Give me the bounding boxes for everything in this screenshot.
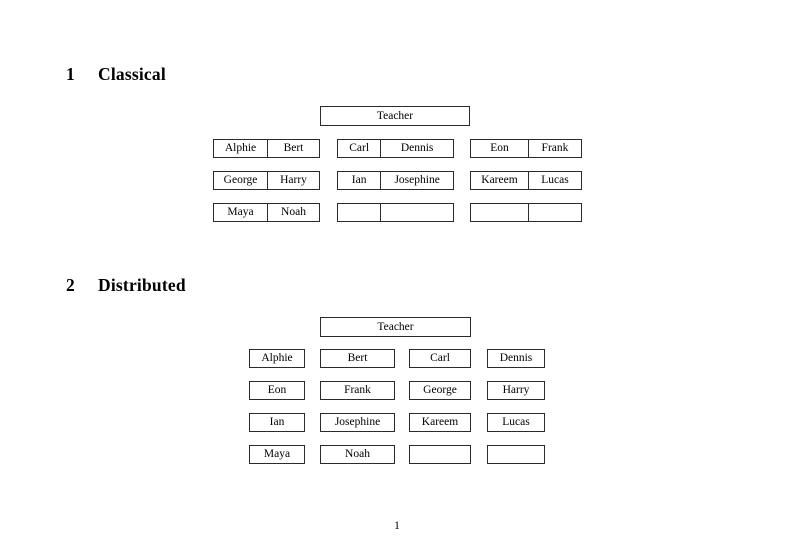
desk-cell: George [223, 173, 258, 186]
desk-cell: Ian [351, 173, 367, 186]
desk-box [487, 445, 545, 464]
desk-pair [470, 203, 582, 222]
desk-cell: Kareem [481, 173, 518, 186]
desk-box: Frank [320, 381, 395, 400]
desk-cell: Bert [266, 140, 319, 157]
desk-pair: Carl Dennis [337, 139, 454, 158]
desk-pair: Eon Frank [470, 139, 582, 158]
desk-box: Josephine [320, 413, 395, 432]
desk-cell [471, 204, 528, 221]
section-number: 2 [66, 275, 75, 295]
desk-cell: Carl [349, 141, 370, 154]
teacher-desk-classical: Teacher [320, 106, 470, 126]
page-number: 1 [394, 520, 400, 532]
desk-box: Eon [249, 381, 305, 400]
desk-pair: Ian Josephine [337, 171, 454, 190]
desk-box [409, 445, 471, 464]
desk-cell: Alphie [224, 141, 257, 154]
desk-cell: Eon [490, 141, 509, 154]
desk-box: Dennis [487, 349, 545, 368]
teacher-desk-distributed: Teacher [320, 317, 471, 337]
desk-box: Bert [320, 349, 395, 368]
desk-pair [337, 203, 454, 222]
desk-cell: Lucas [527, 172, 581, 189]
section-heading-distributed: 2 Distributed [66, 275, 186, 296]
desk-cell: Noah [266, 204, 319, 221]
desk-box: Maya [249, 445, 305, 464]
desk-cell [527, 204, 581, 221]
desk-box: Alphie [249, 349, 305, 368]
desk-cell: Maya [227, 205, 254, 218]
desk-pair: Kareem Lucas [470, 171, 582, 190]
desk-box: Harry [487, 381, 545, 400]
desk-cell [338, 204, 380, 221]
desk-pair: George Harry [213, 171, 320, 190]
desk-cell: Frank [527, 140, 581, 157]
section-title: Distributed [98, 275, 186, 295]
desk-cell: Dennis [380, 140, 453, 157]
section-number: 1 [66, 64, 75, 84]
desk-pair: Alphie Bert [213, 139, 320, 158]
desk-cell [380, 204, 453, 221]
desk-box: Carl [409, 349, 471, 368]
section-heading-classical: 1 Classical [66, 64, 166, 85]
desk-box: Noah [320, 445, 395, 464]
desk-box: Kareem [409, 413, 471, 432]
desk-box: Ian [249, 413, 305, 432]
desk-cell: Harry [266, 172, 319, 189]
section-title: Classical [98, 64, 166, 84]
desk-pair: Maya Noah [213, 203, 320, 222]
desk-cell: Josephine [380, 172, 453, 189]
desk-box: Lucas [487, 413, 545, 432]
desk-box: George [409, 381, 471, 400]
